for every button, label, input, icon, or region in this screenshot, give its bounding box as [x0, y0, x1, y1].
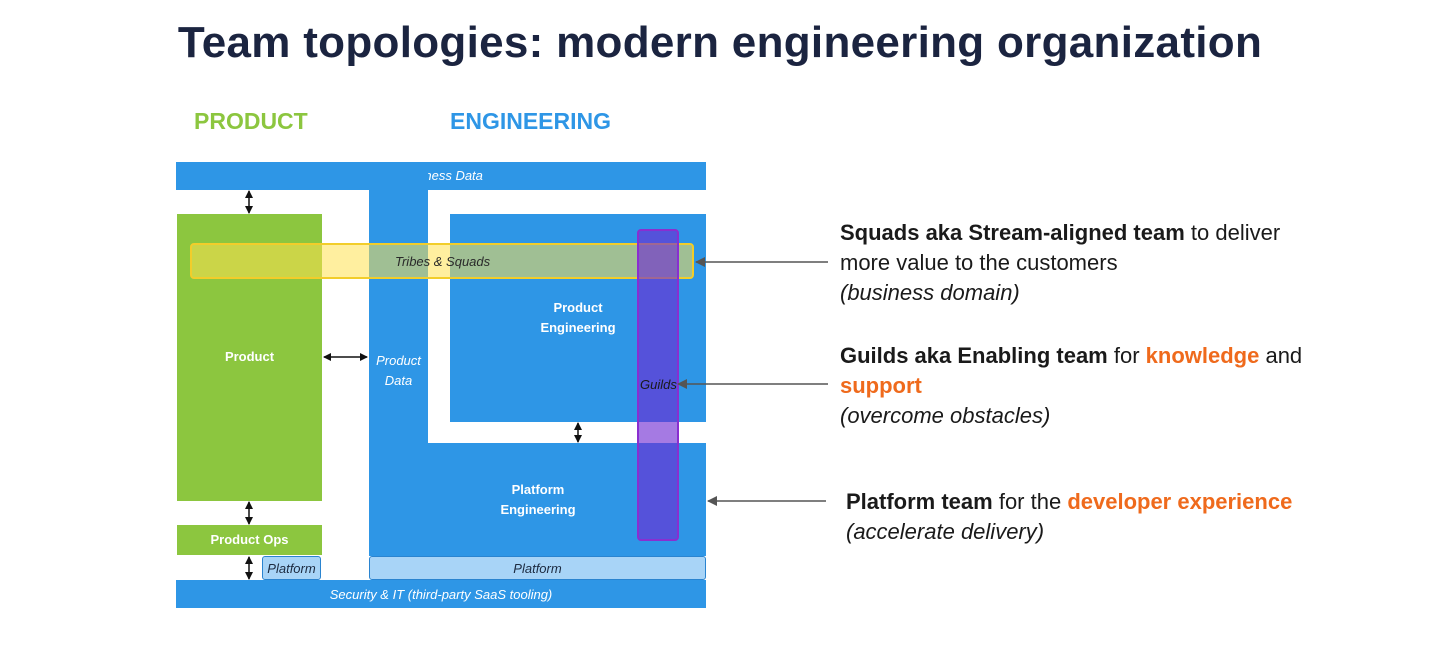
product-ops-block	[177, 525, 322, 555]
squads-note: Squads aka Stream-aligned team to delive…	[840, 218, 1280, 308]
product-header: PRODUCT	[194, 108, 308, 134]
product-engineering-label-1: Product	[553, 300, 603, 315]
platform-bar: Platform	[369, 556, 706, 580]
tribes-squads-label: Tribes & Squads	[395, 254, 491, 269]
guilds-note: Guilds aka Enabling team for knowledge a…	[840, 341, 1302, 431]
product-data-label-2: Data	[384, 373, 413, 388]
platform-note-highlight: developer experience	[1067, 489, 1293, 514]
platform-note-title: Platform team	[846, 489, 993, 514]
product-label: Product	[224, 349, 275, 364]
platform-note-mid: for the	[992, 489, 1068, 514]
guilds-label: Guilds	[640, 377, 677, 392]
guilds-note-line3: (overcome obstacles)	[840, 403, 1051, 428]
page-title: Team topologies: modern engineering orga…	[177, 18, 1263, 67]
guilds-note-support: support	[840, 373, 922, 398]
product-data-label-1: Product	[376, 353, 421, 368]
squads-note-line3: (business domain)	[840, 280, 1020, 305]
security-it-block	[176, 580, 706, 608]
platform-note: Platform team for the developer experien…	[846, 487, 1292, 547]
guilds-note-and: and	[1259, 343, 1303, 368]
squads-note-line2: more value to the customers	[840, 250, 1118, 275]
product-ops-label: Product Ops	[210, 532, 289, 547]
squads-note-title: Squads aka Stream-aligned team	[840, 220, 1185, 245]
business-data-block	[176, 162, 706, 190]
product-engineering-label-2: Engineering	[540, 320, 616, 335]
squads-note-rest: to deliver	[1184, 220, 1281, 245]
guilds-note-mid: for	[1107, 343, 1146, 368]
platform-engineering-label-2: Engineering	[500, 502, 576, 517]
security-it-label: Security & IT (third-party SaaS tooling)	[329, 587, 553, 602]
platform-small-pill: Platform	[262, 556, 321, 580]
guilds-note-title: Guilds aka Enabling team	[840, 343, 1108, 368]
platform-engineering-label-1: Platform	[511, 482, 565, 497]
guilds-note-knowledge: knowledge	[1145, 343, 1260, 368]
platform-note-line2: (accelerate delivery)	[846, 519, 1045, 544]
engineering-header: ENGINEERING	[450, 108, 612, 134]
tribes-squads-overlay	[190, 243, 694, 279]
